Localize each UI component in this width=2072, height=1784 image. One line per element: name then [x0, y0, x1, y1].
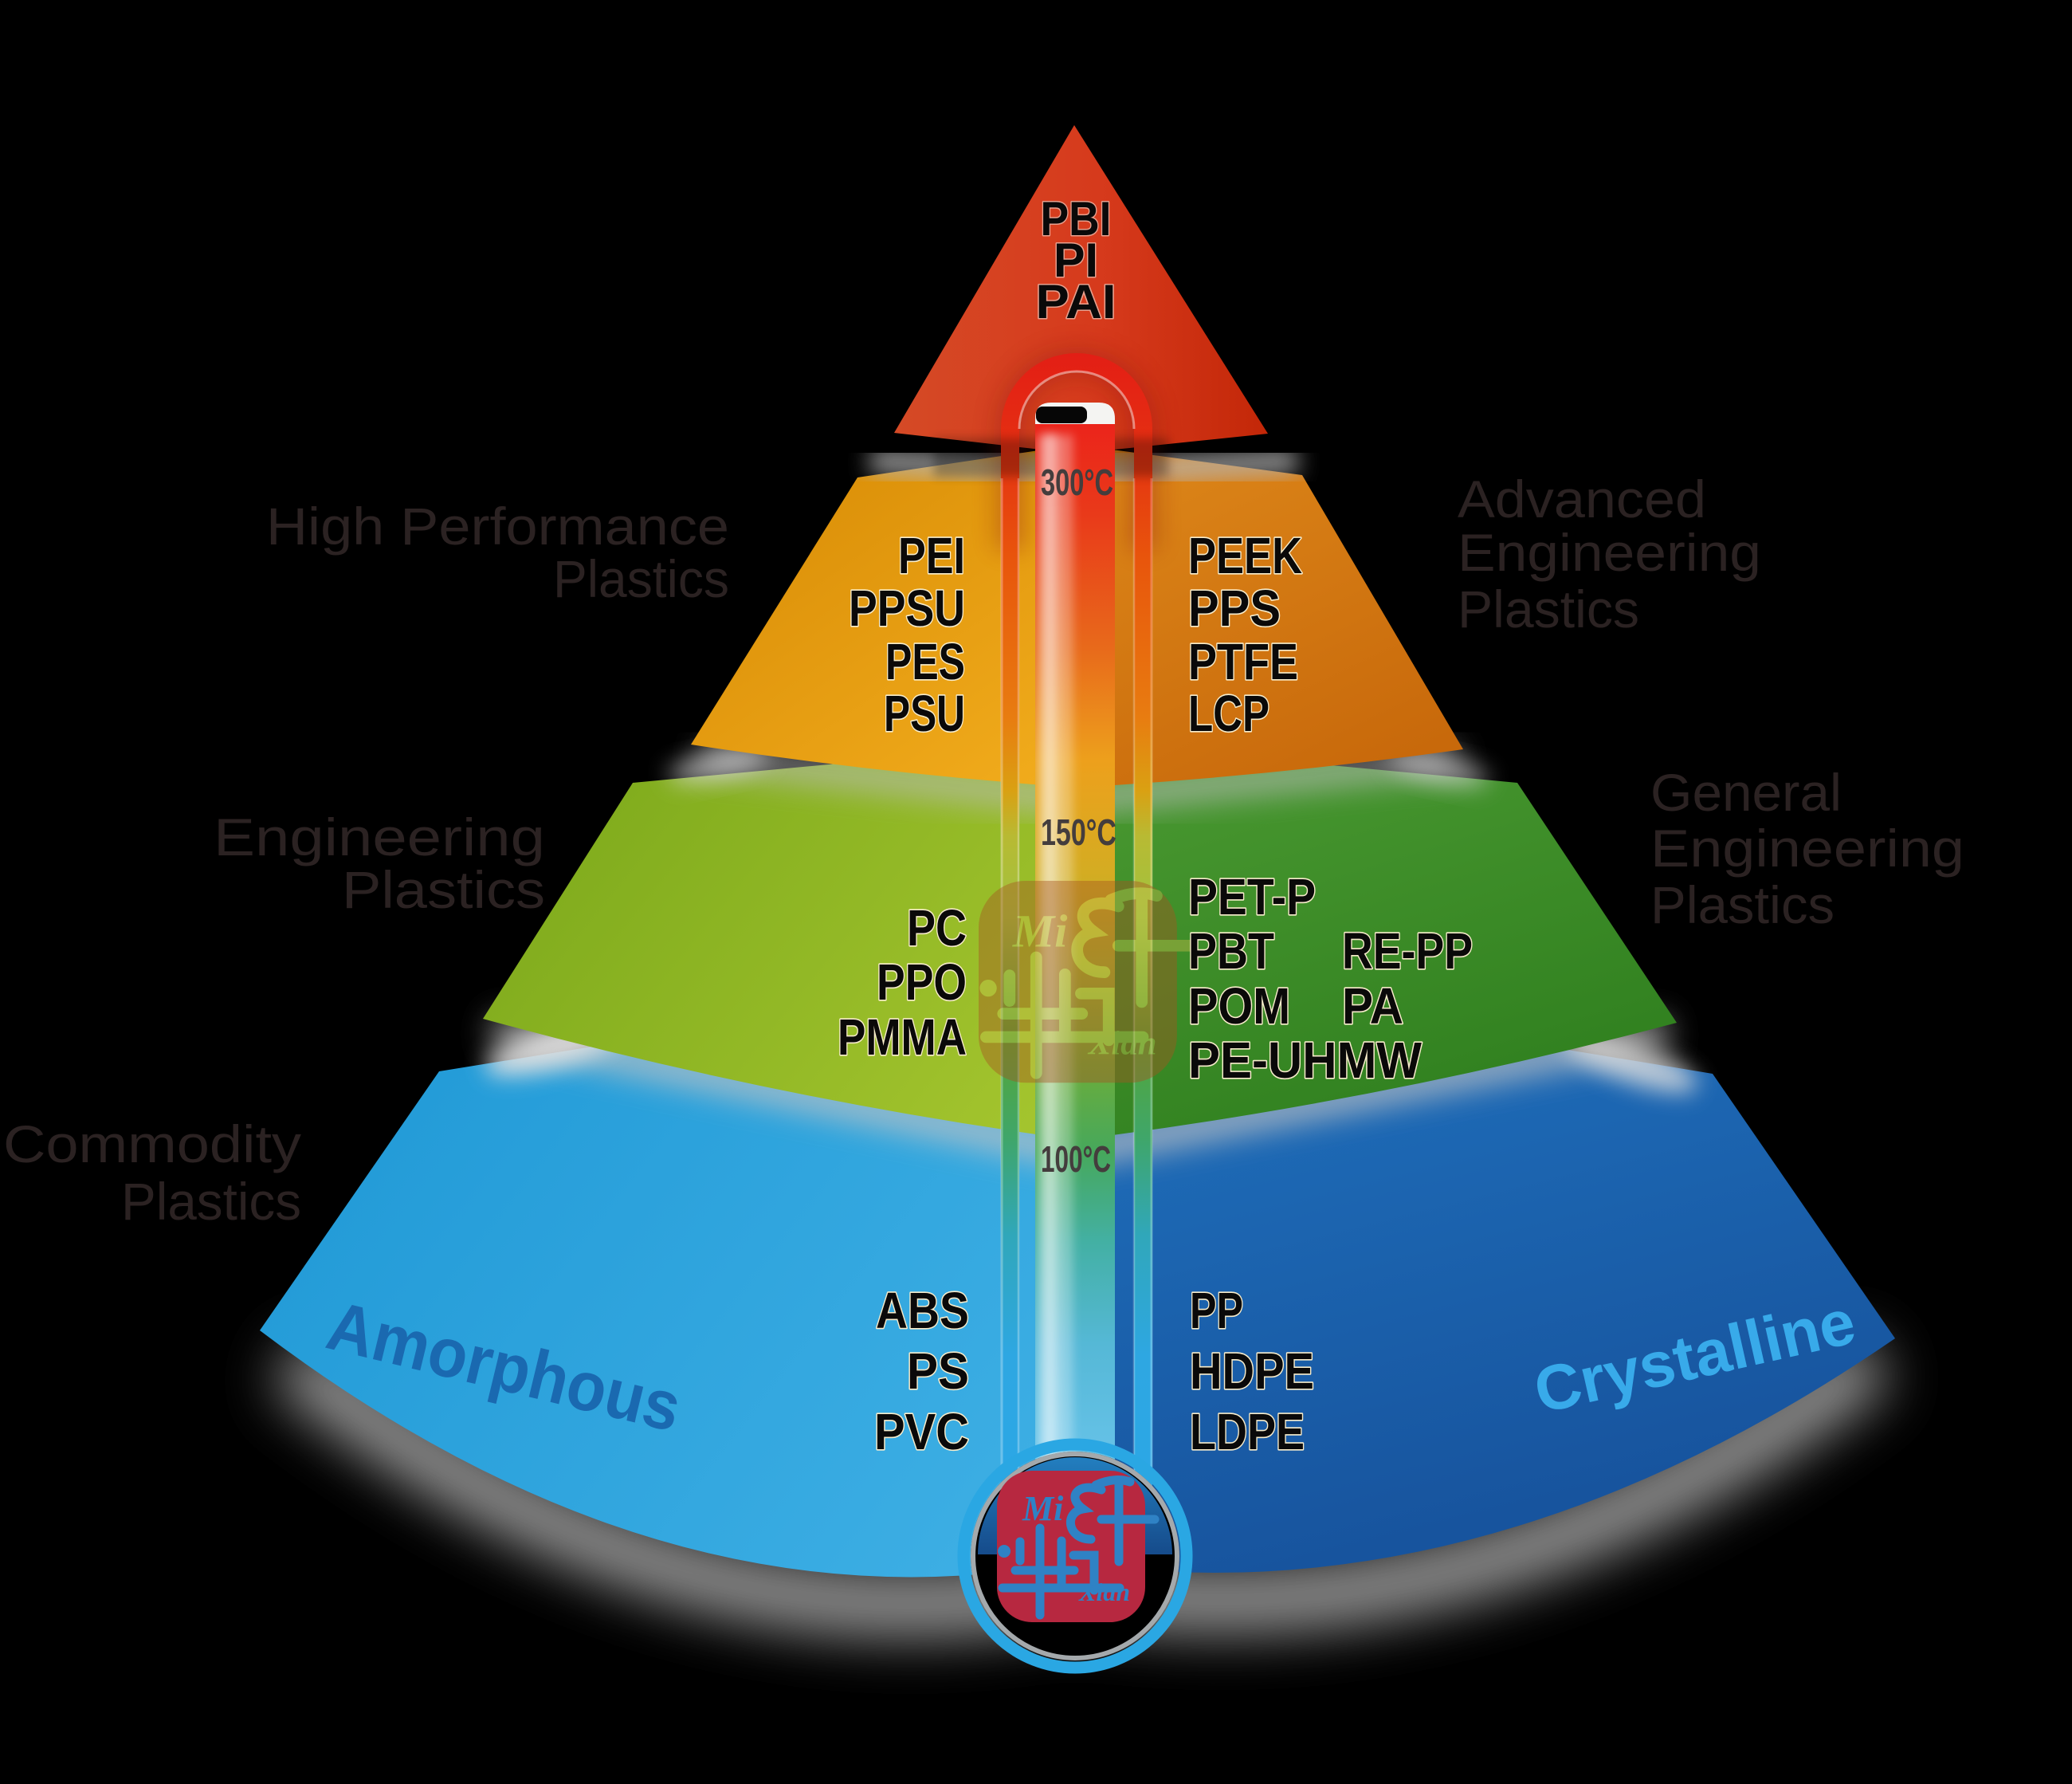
svg-text:PA: PA — [1342, 977, 1403, 1035]
svg-text:General: General — [1650, 763, 1842, 822]
svg-text:HDPE: HDPE — [1190, 1342, 1314, 1400]
svg-text:Engineering: Engineering — [1650, 819, 1964, 878]
svg-text:POM: POM — [1188, 977, 1290, 1035]
svg-text:Plastics: Plastics — [1650, 875, 1835, 934]
svg-text:PMMA: PMMA — [838, 1008, 967, 1066]
svg-text:PEEK: PEEK — [1188, 527, 1302, 584]
svg-text:150°C: 150°C — [1041, 811, 1116, 853]
svg-text:PVC: PVC — [874, 1403, 969, 1460]
svg-text:PI: PI — [1054, 234, 1098, 287]
svg-text:PC: PC — [907, 899, 967, 957]
svg-text:RE-PP: RE-PP — [1342, 922, 1473, 980]
svg-text:Plastics: Plastics — [121, 1172, 301, 1231]
svg-text:PS: PS — [907, 1342, 969, 1400]
svg-text:PTFE: PTFE — [1188, 633, 1298, 690]
svg-text:Engineering: Engineering — [1458, 523, 1761, 582]
svg-text:High Performance: High Performance — [266, 497, 729, 556]
svg-text:300°C: 300°C — [1041, 462, 1113, 503]
svg-text:PSU: PSU — [884, 685, 965, 742]
svg-text:LDPE: LDPE — [1190, 1403, 1305, 1460]
svg-text:PPO: PPO — [877, 953, 967, 1011]
svg-text:PPSU: PPSU — [849, 580, 965, 637]
svg-text:PBI: PBI — [1041, 192, 1112, 246]
svg-text:LCP: LCP — [1188, 685, 1269, 742]
svg-text:Plastics: Plastics — [342, 860, 545, 919]
svg-text:PAI: PAI — [1036, 275, 1116, 328]
svg-text:PE-UHMW: PE-UHMW — [1188, 1031, 1423, 1089]
svg-text:ABS: ABS — [876, 1282, 969, 1339]
svg-text:PP: PP — [1190, 1282, 1243, 1339]
svg-text:100°C: 100°C — [1041, 1138, 1111, 1180]
svg-text:PES: PES — [885, 633, 965, 690]
svg-text:Plastics: Plastics — [553, 549, 729, 608]
svg-text:PBT: PBT — [1188, 922, 1274, 980]
svg-text:Advanced: Advanced — [1458, 470, 1706, 529]
svg-text:PPS: PPS — [1188, 580, 1281, 637]
svg-text:PET-P: PET-P — [1188, 868, 1316, 925]
svg-text:PEI: PEI — [898, 527, 965, 584]
svg-text:Plastics: Plastics — [1458, 580, 1639, 639]
svg-text:Engineering: Engineering — [214, 808, 545, 866]
svg-text:Commodity: Commodity — [3, 1114, 301, 1173]
